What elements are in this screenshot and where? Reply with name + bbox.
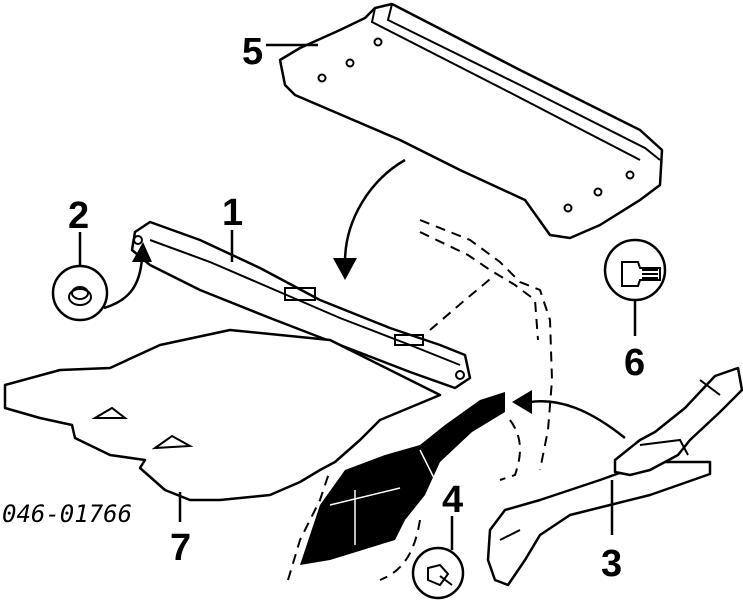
install-arrow-5 bbox=[333, 158, 406, 280]
callout-1: 1 bbox=[222, 192, 243, 234]
part-4-clip bbox=[411, 516, 465, 600]
part-3-quarter-trim bbox=[486, 366, 743, 587]
callout-5: 5 bbox=[242, 31, 263, 73]
callout-4: 4 bbox=[442, 479, 463, 521]
install-arrow-3 bbox=[512, 390, 626, 439]
callout-7: 7 bbox=[170, 527, 191, 569]
part-5-package-tray-panel bbox=[278, 2, 664, 240]
part-2-clip bbox=[51, 232, 152, 322]
part-7-floor-mat bbox=[3, 328, 442, 502]
diagram-code: 046-01766 bbox=[2, 500, 132, 528]
dashed-install-outline bbox=[287, 219, 554, 581]
part-6-bolt bbox=[603, 238, 667, 336]
part-4-side-trim-panel bbox=[300, 392, 505, 565]
callout-6: 6 bbox=[624, 342, 645, 384]
callout-2: 2 bbox=[68, 195, 89, 237]
callout-3: 3 bbox=[601, 543, 622, 585]
part-1-seatback-trim bbox=[130, 220, 472, 390]
